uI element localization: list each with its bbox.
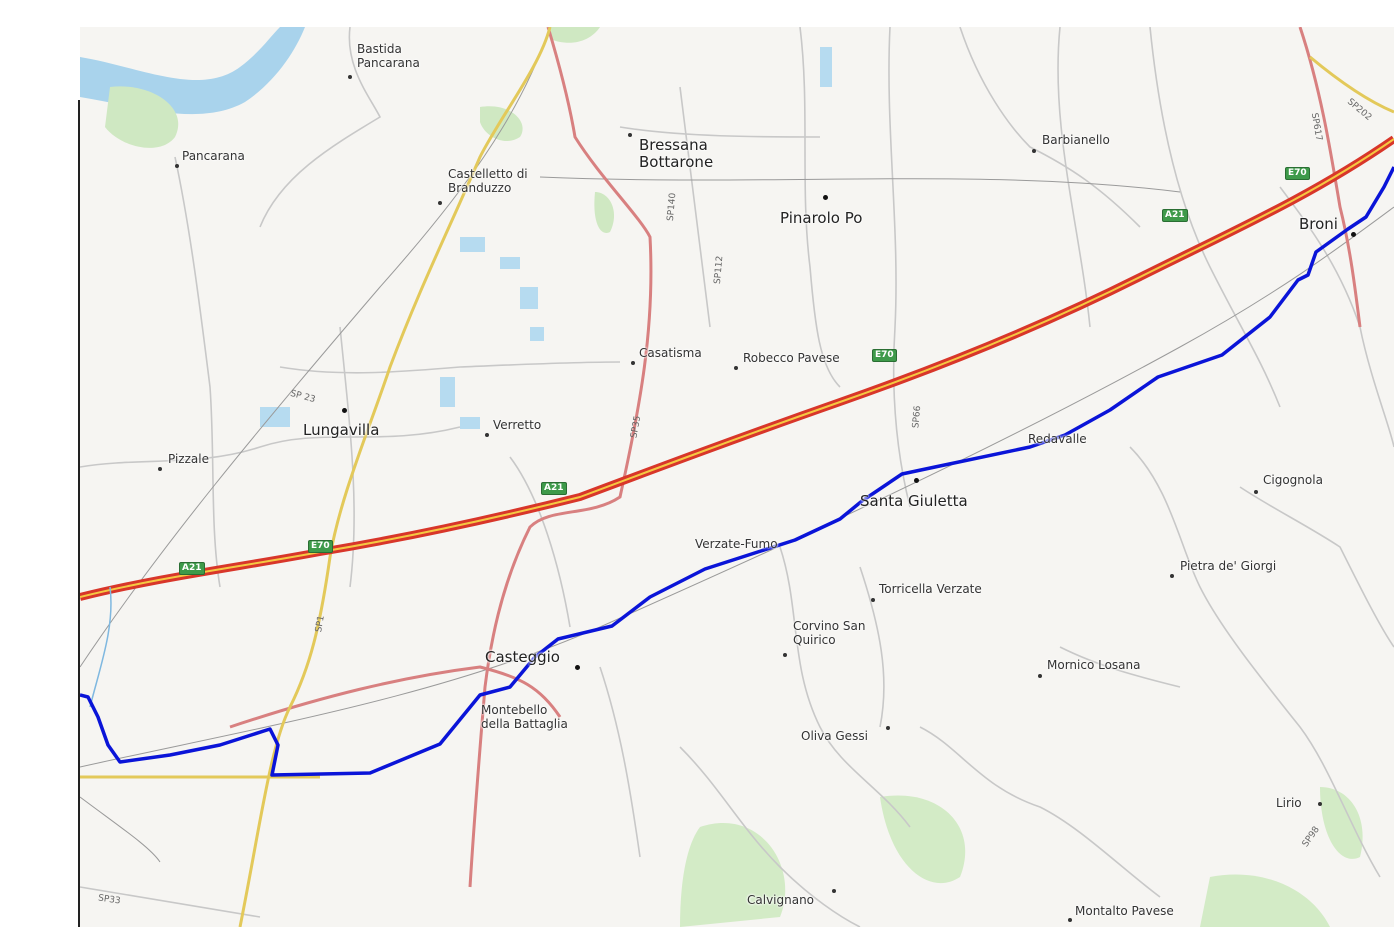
water-patches: [260, 47, 832, 429]
place-dot: [832, 889, 836, 893]
stream: [89, 586, 112, 708]
place-dot: [485, 433, 489, 437]
place-dot: [1068, 918, 1072, 922]
secondary-roads: [80, 27, 1394, 927]
place-dot: [175, 164, 179, 168]
place-dot: [823, 195, 828, 200]
place-label-casatisma: Casatisma: [639, 346, 702, 360]
forest-area: [594, 192, 615, 233]
place-label-robecco-pavese: Robecco Pavese: [743, 351, 840, 365]
route-line: [80, 166, 1394, 777]
place-dot: [158, 467, 162, 471]
place-label-corvino-san-quirico: Corvino San Quirico: [793, 619, 866, 647]
place-label-lirio: Lirio: [1276, 796, 1302, 810]
road-shield-e70: E70: [872, 349, 897, 362]
place-dot: [628, 133, 632, 137]
place-label-bressana-bottarone: Bressana Bottarone: [639, 136, 714, 172]
place-label-pietra-de-giorgi: Pietra de' Giorgi: [1180, 559, 1277, 573]
road-shield-e70: E70: [308, 540, 333, 553]
map-canvas: [80, 27, 1394, 927]
place-label-montalto-pavese: Montalto Pavese: [1075, 904, 1174, 918]
place-label-oliva-gessi: Oliva Gessi: [801, 729, 868, 743]
place-label-broni: Broni: [1299, 215, 1338, 233]
place-dot: [631, 361, 635, 365]
place-label-lungavilla: Lungavilla: [303, 421, 380, 439]
place-dot: [1038, 674, 1042, 678]
road-shield-a21: A21: [541, 482, 567, 495]
place-dot: [1032, 149, 1036, 153]
minor-roads: [80, 27, 1394, 927]
forest-area: [880, 795, 966, 884]
place-dot: [914, 478, 919, 483]
map-view[interactable]: A21 E70 A21 E70 A21 E70 SP 23 SP35 SP140…: [80, 27, 1394, 927]
motorway-a21-core: [80, 138, 1394, 598]
forest-area: [105, 86, 179, 148]
place-label-bastida-pancarana: Bastida Pancarana: [357, 42, 420, 70]
primary-roads: [229, 27, 1362, 888]
road-shield-a21: A21: [179, 562, 205, 575]
place-dot: [438, 201, 442, 205]
place-label-casteggio: Casteggio: [485, 648, 560, 666]
place-dot: [886, 726, 890, 730]
place-dot: [734, 366, 738, 370]
forest-area: [1200, 874, 1330, 927]
place-dot: [871, 598, 875, 602]
place-label-pinarolo-po: Pinarolo Po: [780, 209, 863, 227]
road-shield-e70: E70: [1285, 167, 1310, 180]
road-ref-label: SP66: [911, 405, 924, 429]
place-dot: [1318, 802, 1322, 806]
place-label-calvignano: Calvignano: [747, 893, 815, 907]
place-dot: [342, 408, 347, 413]
railways: [80, 27, 1394, 863]
place-label-verretto: Verretto: [493, 418, 542, 432]
road-shield-a21: A21: [1162, 209, 1188, 222]
place-label-torricella-verzate: Torricella Verzate: [879, 582, 982, 596]
place-label-montebello-della-battaglia: Montebello della Battaglia: [481, 703, 568, 731]
place-dot: [783, 653, 787, 657]
place-dot: [575, 665, 580, 670]
place-label-cigognola: Cigognola: [1263, 473, 1323, 487]
place-label-mornico-losana: Mornico Losana: [1047, 658, 1141, 672]
place-label-redavalle: Redavalle: [1028, 432, 1087, 446]
forest-area: [680, 823, 786, 927]
place-label-pizzale: Pizzale: [168, 452, 209, 466]
forest-area: [480, 106, 523, 142]
place-dot: [1170, 574, 1174, 578]
place-dot: [1351, 232, 1356, 237]
place-dot: [348, 75, 352, 79]
map-frame-edge: [78, 100, 80, 927]
place-dot: [1254, 490, 1258, 494]
place-label-verzate-fumo: Verzate-Fumo: [695, 537, 778, 551]
place-label-santa-giuletta: Santa Giuletta: [860, 492, 968, 510]
place-label-pancarana: Pancarana: [182, 149, 245, 163]
forest-area: [550, 27, 600, 43]
place-label-barbianello: Barbianello: [1042, 133, 1110, 147]
place-label-castelletto-di-branduzzo: Castelletto di Branduzzo: [448, 167, 528, 195]
forest-area: [1320, 787, 1363, 859]
